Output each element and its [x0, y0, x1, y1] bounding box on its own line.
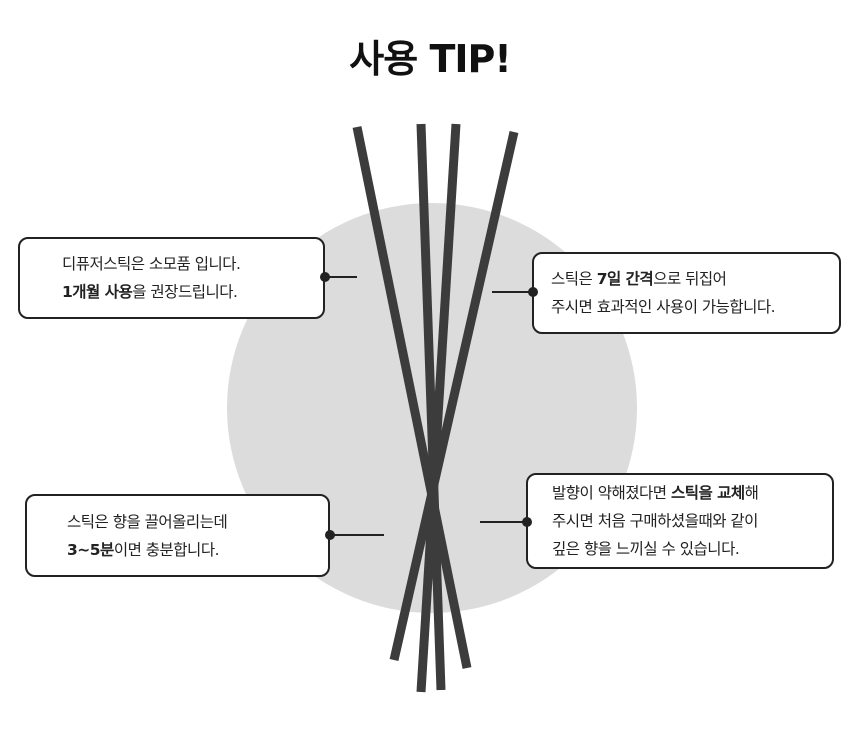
tip-text: 스틱은 향을 끌어올리는데 — [67, 512, 228, 531]
tip-line: 디퓨저스틱은 소모품 입니다. — [62, 250, 323, 278]
tip-text: 이면 충분합니다. — [113, 540, 220, 559]
tip-line: 스틱은 향을 끌어올리는데 — [67, 508, 328, 536]
tip-highlight-text: 7일 간격 — [596, 270, 654, 288]
diffuser-stick — [416, 123, 446, 691]
tip-highlight-text: 1개월 사용 — [62, 283, 133, 301]
tip-box-1: 디퓨저스틱은 소모품 입니다. 1개월 사용을 권장드립니다. — [18, 237, 325, 319]
tip-text: 으로 뒤집어 — [653, 270, 727, 288]
tip-text: 을 권장드립니다. — [132, 283, 238, 301]
tip-text: 디퓨저스틱은 소모품 입니다. — [62, 255, 241, 273]
tip-text: 해 — [744, 484, 759, 502]
tip-line: 주시면 처음 구매하셨을때와 같이 — [552, 507, 832, 535]
page-title: 사용 TIP! — [349, 37, 511, 81]
tip-highlight-text: 스틱을 교체 — [670, 484, 745, 502]
diffuser-stick — [389, 131, 519, 661]
tip-line: 스틱은 7일 간격으로 뒤집어 — [551, 265, 839, 293]
tip-line: 3~5분이면 충분합니다. — [67, 536, 328, 564]
tip-line: 주시면 효과적인 사용이 가능합니다. — [551, 293, 839, 321]
tip-line: 1개월 사용을 권장드립니다. — [62, 278, 323, 306]
tip-text: 주시면 처음 구매하셨을때와 같이 — [552, 512, 758, 530]
tip-line: 발향이 약해졌다면 스틱을 교체해 — [552, 479, 832, 507]
diffuser-stick — [416, 123, 461, 693]
tip-text: 깊은 향을 느끼실 수 있습니다. — [552, 540, 740, 558]
tip-line: 깊은 향을 느끼실 수 있습니다. — [552, 535, 832, 563]
tip-box-3: 스틱은 향을 끌어올리는데 3~5분이면 충분합니다. — [25, 494, 330, 577]
tip-text: 스틱은 — [551, 270, 597, 288]
tip-text: 발향이 약해졌다면 — [552, 484, 671, 502]
tip-highlight-text: 3~5분 — [67, 540, 114, 559]
diffuser-stick — [352, 126, 472, 669]
tip-text: 주시면 효과적인 사용이 가능합니다. — [551, 298, 776, 316]
